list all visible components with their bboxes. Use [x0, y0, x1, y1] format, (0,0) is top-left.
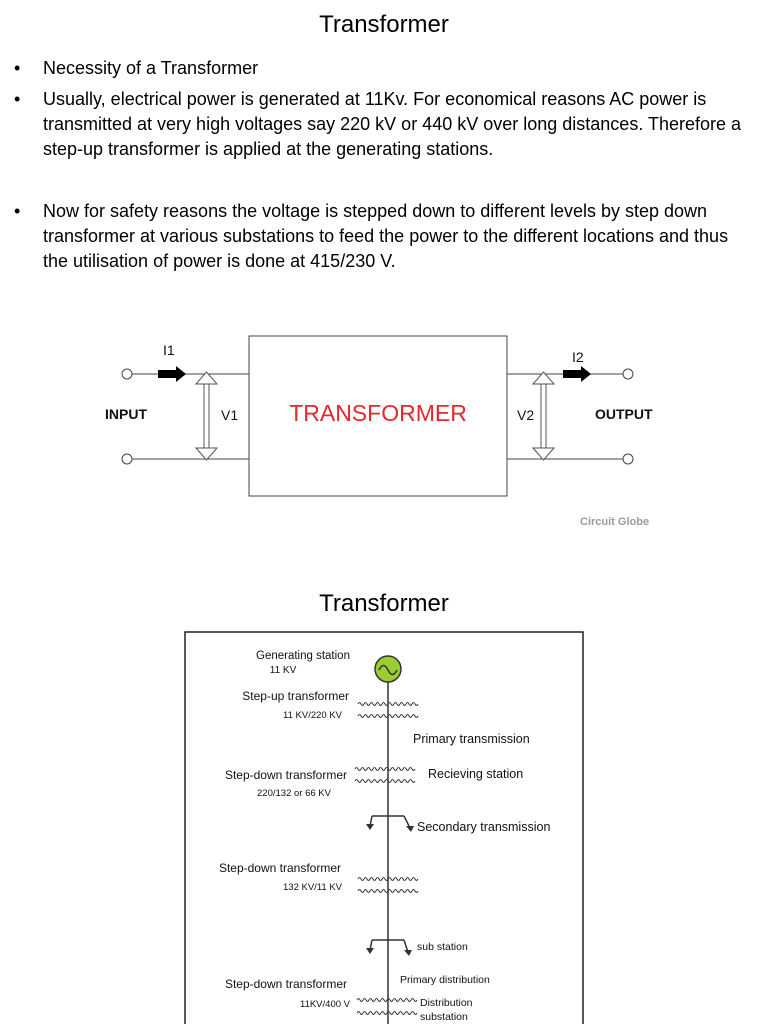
input-terminal-top — [121, 368, 133, 380]
secondary-transmission-label: Secondary transmission — [417, 820, 550, 834]
stepdown2-label: Step-down transformer — [219, 861, 341, 875]
primary-distribution-label: Primary distribution — [400, 974, 490, 986]
distribution-label: Distribution — [420, 997, 473, 1009]
stepup-voltage-label: 11 KV/220 KV — [283, 710, 343, 721]
power-system-diagram: Generating station 11 KV Step-up transfo… — [184, 631, 584, 1024]
slide1-title: Transformer — [319, 11, 449, 38]
generating-station-label: Generating station — [256, 650, 350, 662]
bullet-text: Necessity of a Transformer — [43, 58, 259, 78]
output-terminal-bottom — [622, 453, 634, 465]
bullet-text: Now for safety reasons the voltage is st… — [43, 201, 729, 271]
stepdown2-voltage-label: 132 KV/11 KV — [283, 882, 343, 893]
watermark: Circuit Globe — [580, 516, 649, 528]
transformer-box — [248, 335, 508, 497]
receiving-station-label: Recieving station — [428, 767, 523, 781]
sub-station-label: sub station — [417, 941, 468, 953]
i2-label: I2 — [572, 349, 584, 365]
output-label: OUTPUT — [595, 406, 653, 422]
substation-switch-icon — [366, 939, 412, 956]
slide2-title: Transformer — [319, 590, 449, 617]
i1-label: I1 — [163, 342, 175, 358]
transformer-block-diagram: I1 I2 INPUT OUTPUT V1 V2 TRANSFORMER Cir… — [105, 335, 653, 528]
output-terminal-top — [622, 368, 634, 380]
bullet-text: Usually, electrical power is generated a… — [43, 89, 742, 159]
v1-arrow — [194, 371, 219, 461]
diagram-frame — [184, 631, 584, 1024]
i1-arrow — [158, 366, 186, 382]
i2-arrow — [563, 366, 591, 382]
stepdown3-label: Step-down transformer — [225, 977, 347, 991]
input-terminal-bottom — [121, 453, 133, 465]
stepdown1-voltage-label: 220/132 or 66 KV — [257, 788, 332, 799]
secondary-switch-icon — [366, 815, 414, 832]
v1-label: V1 — [221, 407, 238, 423]
stepdown1-label: Step-down transformer — [225, 768, 347, 782]
stepdown3-voltage-label: 11KV/400 V — [300, 999, 351, 1010]
bullet-dot: • — [14, 89, 21, 109]
stepup-label: Step-up transformer — [242, 689, 349, 703]
substation-label: substation — [420, 1011, 468, 1023]
v2-label: V2 — [517, 407, 534, 423]
bullet-dot: • — [14, 201, 21, 221]
generator-icon — [374, 655, 402, 683]
input-label: INPUT — [105, 406, 147, 422]
transformer-label: TRANSFORMER — [289, 400, 467, 426]
v2-arrow — [531, 371, 556, 461]
generating-voltage-label: 11 KV — [270, 665, 297, 676]
primary-transmission-label: Primary transmission — [413, 732, 530, 746]
bullet-dot: • — [14, 58, 21, 78]
